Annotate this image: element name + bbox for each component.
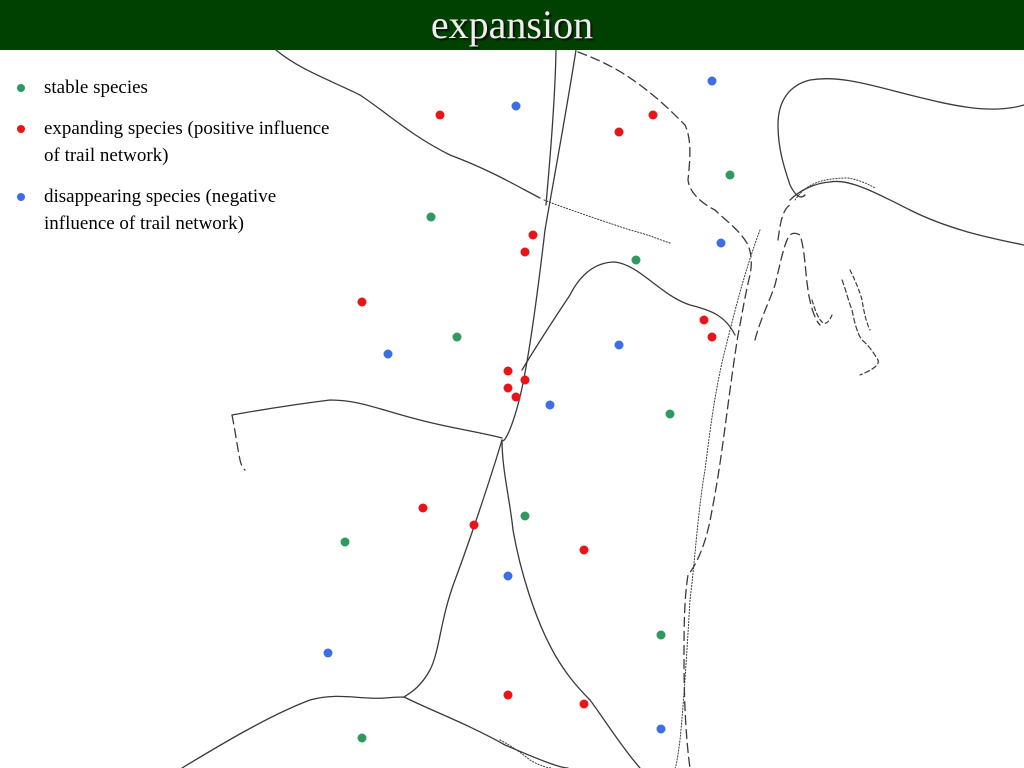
trail-dashed <box>754 232 821 341</box>
stable-species-dot-icon <box>17 84 25 92</box>
stable-species-marker <box>452 332 462 342</box>
disappearing-species-marker <box>656 724 666 734</box>
legend-label-disappearing: disappearing species (negative influence… <box>44 186 277 234</box>
expanding-species-marker <box>614 127 624 137</box>
trail-solid <box>545 49 557 206</box>
trail-dashed <box>841 279 879 376</box>
expanding-species-marker <box>418 503 428 513</box>
stable-species-marker <box>656 630 666 640</box>
legend-label-stable: stable species <box>44 77 148 98</box>
expanding-species-marker <box>699 315 709 325</box>
legend-item-stable: stable species <box>14 74 334 101</box>
stable-species-marker <box>631 255 641 265</box>
trail-dotted <box>674 229 761 768</box>
trail-solid <box>181 695 569 768</box>
expanding-species-marker <box>579 699 589 709</box>
trail-solid <box>789 180 1024 246</box>
legend-label-expanding: expanding species (positive influence of… <box>44 118 330 166</box>
trail-dashed <box>777 204 791 241</box>
trail-solid <box>777 78 1024 198</box>
trail-dotted <box>543 199 671 244</box>
expanding-species-marker <box>648 110 658 120</box>
trail-network <box>181 49 1024 768</box>
expanding-species-marker <box>511 392 521 402</box>
expanding-species-marker <box>579 545 589 555</box>
expanding-species-marker <box>707 332 717 342</box>
trail-dotted <box>794 177 876 201</box>
expanding-species-marker <box>503 690 513 700</box>
legend-item-expanding: expanding species (positive influence of… <box>14 115 334 169</box>
expanding-species-marker <box>528 230 538 240</box>
trail-dotted <box>499 739 553 768</box>
trail-solid <box>521 261 736 371</box>
disappearing-species-marker <box>707 76 717 86</box>
stable-species-marker <box>357 733 367 743</box>
trail-dashed <box>231 414 246 471</box>
trail-dashed <box>577 51 752 768</box>
expanding-species-marker <box>469 520 479 530</box>
expanding-species-marker <box>503 366 513 376</box>
expanding-species-marker <box>503 383 513 393</box>
trail-solid <box>403 439 503 698</box>
stable-species-marker <box>520 511 530 521</box>
stable-species-marker <box>665 409 675 419</box>
expanding-species-dot-icon <box>17 125 25 133</box>
legend-item-disappearing: disappearing species (negative influence… <box>14 183 334 237</box>
disappearing-species-dot-icon <box>17 193 25 201</box>
stable-species-marker <box>426 212 436 222</box>
trail-solid <box>501 439 641 768</box>
title-bar: expansion <box>0 0 1024 50</box>
stable-species-marker <box>340 537 350 547</box>
disappearing-species-marker <box>614 340 624 350</box>
trail-solid <box>231 399 503 439</box>
trail-solid <box>501 49 577 442</box>
trail-dashed <box>849 269 871 331</box>
disappearing-species-marker <box>511 101 521 111</box>
page-title: expansion <box>430 2 594 47</box>
expanding-species-marker <box>520 375 530 385</box>
legend: stable species expanding species (positi… <box>14 74 334 251</box>
trail-solid <box>275 49 541 199</box>
disappearing-species-marker <box>383 349 393 359</box>
species-markers <box>323 76 735 743</box>
disappearing-species-marker <box>545 400 555 410</box>
disappearing-species-marker <box>716 238 726 248</box>
trail-dashed <box>811 299 833 324</box>
expanding-species-marker <box>520 247 530 257</box>
stable-species-marker <box>725 170 735 180</box>
disappearing-species-marker <box>323 648 333 658</box>
expanding-species-marker <box>435 110 445 120</box>
expanding-species-marker <box>357 297 367 307</box>
disappearing-species-marker <box>503 571 513 581</box>
